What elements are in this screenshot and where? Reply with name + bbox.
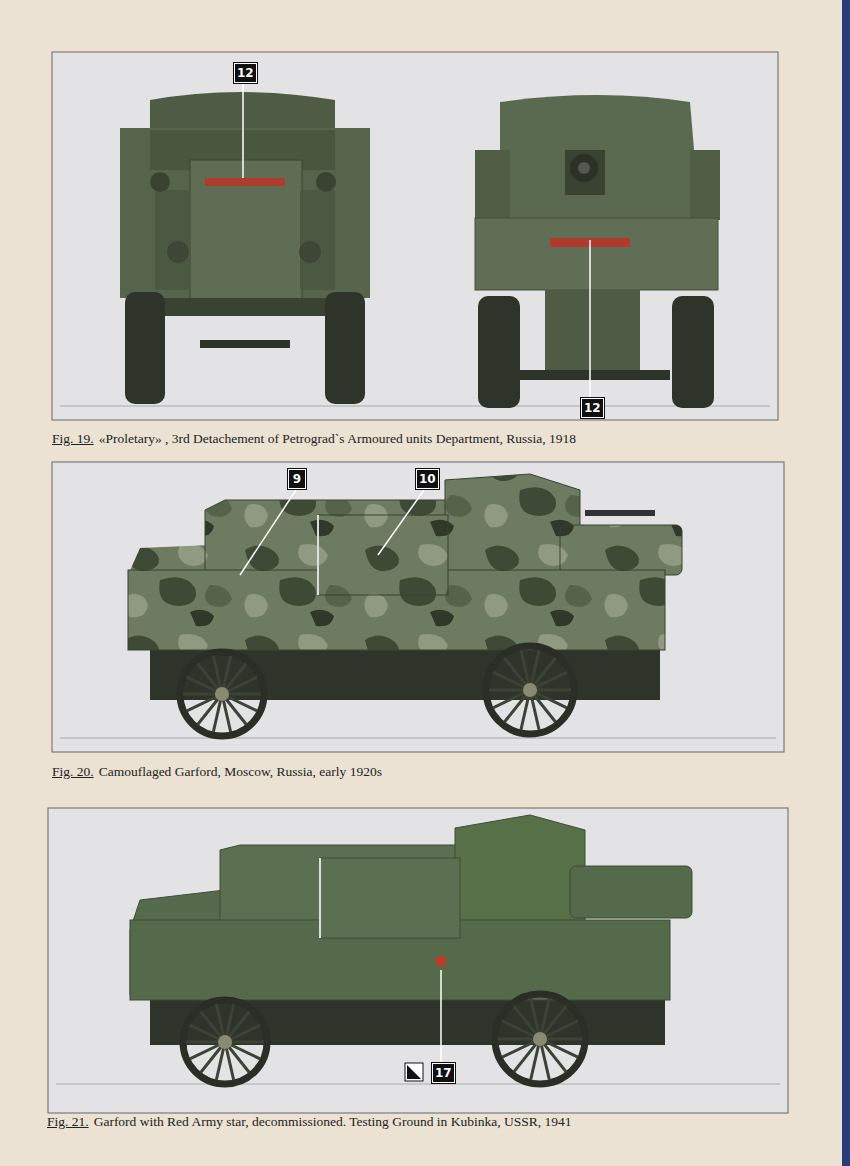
- figure-number: Fig. 21.: [47, 1114, 89, 1129]
- armoured-car-rear-part: [478, 296, 520, 408]
- armoured-car-side-camouflaged-part: [318, 515, 448, 595]
- armoured-car-front-part: [205, 178, 285, 186]
- armoured-car-front-part: [200, 340, 290, 348]
- figure-panel: [52, 52, 778, 420]
- spoked-wheel: [180, 652, 264, 736]
- armoured-car-side-part: [570, 866, 692, 918]
- armoured-car-front-part: [190, 160, 302, 300]
- leader-line-part: [440, 970, 442, 1064]
- armoured-car-front-part: [125, 292, 165, 404]
- armoured-car-side: [130, 815, 692, 1045]
- leader-line-part: [589, 240, 591, 398]
- armoured-car-side-camouflaged-part: [317, 515, 319, 595]
- spoked-wheel-part: [523, 683, 537, 697]
- armoured-car-rear-part: [500, 95, 700, 220]
- callout-number: 12: [234, 63, 257, 83]
- ground-line: [60, 738, 776, 739]
- armoured-car-side-part: [320, 858, 460, 938]
- spoked-wheel-part: [495, 994, 585, 1084]
- ground-line: [60, 406, 770, 407]
- armoured-car-front-part: [300, 190, 335, 290]
- spoked-wheel: [183, 1000, 267, 1084]
- leader-line-part: [240, 490, 296, 575]
- armoured-car-front-part: [299, 241, 321, 263]
- armoured-car-rear-part: [578, 162, 590, 174]
- side-view-icon-part: [407, 1065, 421, 1079]
- spoked-wheel-part: [180, 652, 264, 736]
- armoured-car-rear-part: [545, 290, 640, 370]
- armoured-car-side-part: [319, 858, 321, 938]
- spoked-wheel: [495, 994, 585, 1084]
- armoured-car-side-camouflaged-part: [560, 525, 682, 575]
- figure-panel: [48, 808, 788, 1113]
- armoured-car-rear-part: [475, 150, 510, 220]
- armoured-car-front-part: [150, 298, 340, 316]
- spoked-wheel-part: [533, 1032, 547, 1046]
- armoured-car-side-camouflaged: [128, 474, 682, 700]
- red-star: [433, 953, 449, 968]
- figure-number: Fig. 19.: [52, 431, 94, 446]
- armoured-car-rear-part: [565, 150, 605, 195]
- leader-line-part: [378, 490, 424, 555]
- callout-number: 10: [416, 469, 439, 489]
- callout-number: 9: [288, 469, 306, 489]
- armoured-car-rear-part: [570, 154, 598, 182]
- spoked-wheel-part: [218, 1035, 232, 1049]
- armoured-car-front-part: [325, 292, 365, 404]
- spoked-wheel-part: [486, 646, 574, 734]
- figure-caption: Garford with Red Army star, decommission…: [94, 1114, 572, 1129]
- side-view-icon: [405, 1063, 423, 1081]
- figure-number: Fig. 20.: [52, 764, 94, 779]
- armoured-car-side-part: [455, 815, 585, 925]
- callout-number: 17: [432, 1063, 455, 1083]
- leader-line: [240, 84, 590, 1064]
- armoured-car-rear-part: [672, 296, 714, 408]
- ground-line: [56, 1084, 780, 1085]
- caption-row: Fig. 20. Camouflaged Garford, Moscow, Rus…: [52, 764, 382, 780]
- armoured-car-front: [120, 92, 370, 404]
- figure-caption: «Proletary» , 3rd Detachement of Petrogr…: [99, 431, 576, 446]
- figure-panel: [52, 462, 784, 752]
- caption-row: Fig. 19. «Proletary» , 3rd Detachement of…: [52, 431, 576, 447]
- armoured-car-side-camouflaged-part: [585, 510, 655, 516]
- armoured-car-rear-part: [690, 150, 720, 220]
- armoured-car-front-part: [155, 190, 190, 290]
- armoured-car-rear-part: [520, 370, 670, 380]
- page-edge: [842, 0, 850, 1166]
- armoured-car-front-part: [167, 241, 189, 263]
- side-view-icon-part: [405, 1063, 423, 1081]
- armoured-car-rear: [475, 95, 720, 408]
- spoked-wheel-part: [215, 687, 229, 701]
- armoured-car-rear-part: [475, 218, 718, 290]
- caption-row: Fig. 21. Garford with Red Army star, deco…: [47, 1114, 572, 1130]
- armoured-car-front-part: [316, 172, 336, 192]
- callout-number: 12: [581, 398, 604, 418]
- figure-caption: Camouflaged Garford, Moscow, Russia, ear…: [99, 764, 382, 779]
- leader-line-part: [242, 84, 244, 178]
- spoked-wheel: [486, 646, 574, 734]
- armoured-car-front-part: [150, 172, 170, 192]
- spoked-wheel-part: [183, 1000, 267, 1084]
